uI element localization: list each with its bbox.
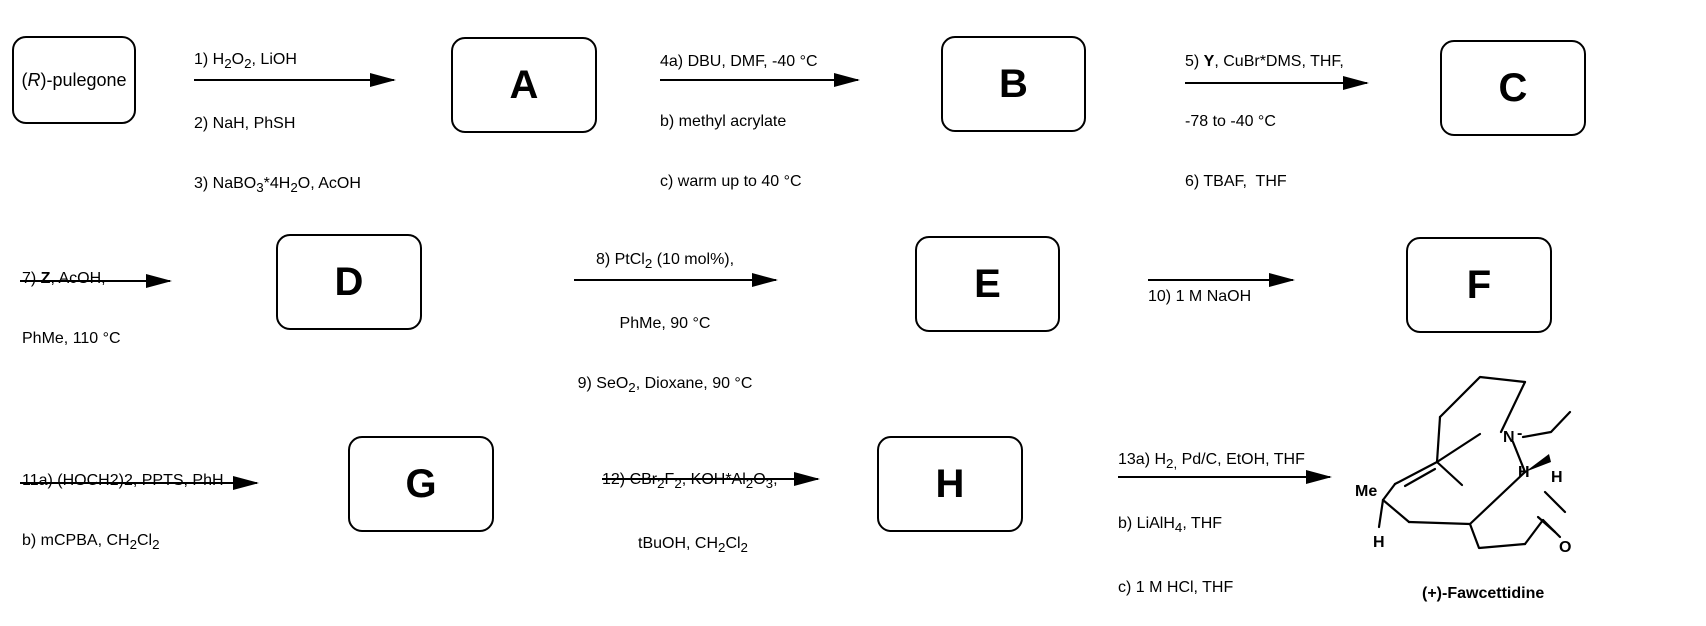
intermediate-label: E <box>974 262 1001 306</box>
condition-line: 10) 1 M NaOH <box>1148 288 1252 305</box>
intermediate-box-g: G <box>348 436 494 532</box>
reaction-arrow <box>574 273 778 287</box>
conditions-steps-5-6: 5) Y, CuBr*DMS, THF, -78 to -40 °C 6) TB… <box>1185 12 1344 212</box>
intermediate-label: F <box>1466 263 1492 307</box>
reaction-arrow <box>20 274 172 288</box>
condition-line: 13a) H2, Pd/C, EtOH, THF <box>1118 451 1305 472</box>
condition-line: 12) CBr2F2, KOH*Al2O3, <box>602 471 778 492</box>
bond <box>1377 498 1385 529</box>
intermediate-box-c: C <box>1440 40 1586 136</box>
conditions-steps-1-3: 1) H2O2, LiOH 2) NaH, PhSH 3) NaBO3*4H2O… <box>194 10 361 218</box>
condition-line: 3) NaBO3*4H2O, AcOH <box>194 175 361 196</box>
intermediate-box-f: F <box>1406 237 1552 333</box>
bond <box>1521 410 1572 439</box>
intermediate-box-d: D <box>276 234 422 330</box>
intermediate-label: A <box>509 63 539 107</box>
condition-line: 8) PtCl2 (10 mol%), <box>595 251 735 272</box>
condition-line: 6) TBAF, THF <box>1185 173 1287 190</box>
bond <box>1438 375 1527 419</box>
intermediate-label: G <box>405 462 437 506</box>
condition-line: -78 to -40 °C <box>1185 113 1276 130</box>
fawcettidine-structure: Me N - H H H O <box>1355 375 1572 556</box>
reaction-arrow <box>20 476 259 490</box>
condition-line: c) 1 M HCl, THF <box>1118 579 1234 597</box>
h-label-methyl: H <box>1373 534 1385 551</box>
conditions-step-13: 13a) H2, Pd/C, EtOH, THF b) LiAlH4, THF … <box>1118 410 1305 618</box>
condition-line: 2) NaH, PhSH <box>194 115 296 133</box>
conditions-step-4: 4a) DBU, DMF, -40 °C b) methyl acrylate … <box>660 12 818 212</box>
bond <box>1435 432 1482 464</box>
bond <box>1435 460 1464 487</box>
condition-line: 4a) DBU, DMF, -40 °C <box>660 53 818 70</box>
reaction-arrow <box>1118 470 1332 484</box>
condition-line: b) methyl acrylate <box>660 113 787 130</box>
bond <box>1543 490 1567 514</box>
bond <box>1468 522 1527 550</box>
nitrogen-label: N <box>1503 429 1515 446</box>
intermediate-box-b: B <box>941 36 1086 132</box>
bond <box>1499 380 1527 434</box>
condition-line: b) mCPBA, CH2Cl2 <box>22 532 160 553</box>
bond <box>1523 518 1545 546</box>
reaction-arrow <box>660 73 860 87</box>
conditions-step-11: 11a) (HOCH2)2, PPTS, PhH b) mCPBA, CH2Cl… <box>22 431 224 575</box>
condition-line: 1) H2O2, LiOH <box>194 51 297 72</box>
h-label-wedge: H <box>1551 469 1563 486</box>
conditions-step-7: 7) Z, AcOH, PhMe, 110 °C <box>22 229 121 369</box>
starting-material-box: (R)-pulegone <box>12 36 136 124</box>
n-minus-label: - <box>1517 425 1522 442</box>
starting-material-label: (R)-pulegone <box>21 70 127 90</box>
condition-line: PhMe, 110 °C <box>22 330 121 347</box>
conditions-steps-8-9: 8) PtCl2 (10 mol%), PhMe, 90 °C 9) SeO2,… <box>565 210 765 418</box>
bond <box>1468 470 1527 526</box>
condition-line: c) warm up to 40 °C <box>660 173 802 190</box>
oxygen-label: O <box>1559 539 1571 556</box>
wedge-bond <box>1525 454 1551 472</box>
conditions-step-10: 10) 1 M NaOH <box>1148 247 1251 327</box>
reaction-arrow <box>194 73 396 87</box>
methyl-label: Me <box>1355 483 1377 500</box>
conditions-step-12: 12) CBr2F2, KOH*Al2O3, tBuOH, CH2Cl2 <box>602 430 778 578</box>
bond <box>1393 460 1439 486</box>
condition-line: PhMe, 90 °C <box>619 315 711 333</box>
intermediate-label: H <box>935 462 965 506</box>
condition-line: tBuOH, CH2Cl2 <box>638 535 748 556</box>
intermediate-label: C <box>1498 66 1528 110</box>
reaction-arrow <box>1148 273 1295 287</box>
condition-line: 11a) (HOCH2)2, PPTS, PhH <box>22 472 224 489</box>
bond <box>1536 515 1557 534</box>
condition-line: 9) SeO2, Dioxane, 90 °C <box>577 375 753 396</box>
intermediate-label: D <box>334 260 364 304</box>
bond <box>1435 415 1442 464</box>
reaction-arrow <box>602 472 820 486</box>
bond <box>1511 440 1527 474</box>
intermediate-box-e: E <box>915 236 1060 332</box>
condition-line: 5) Y, CuBr*DMS, THF, <box>1185 53 1344 70</box>
intermediate-box-h: H <box>877 436 1023 532</box>
reaction-arrow <box>1185 76 1369 90</box>
bond <box>1381 482 1397 502</box>
bond <box>1381 498 1411 524</box>
intermediate-label: B <box>999 62 1028 106</box>
intermediate-box-a: A <box>451 37 597 133</box>
h-label-ring: H <box>1518 464 1530 481</box>
condition-line: 7) Z, AcOH, <box>22 270 106 287</box>
product-name: (+)-Fawcettidine <box>1422 585 1545 602</box>
condition-line: b) LiAlH4, THF <box>1118 515 1223 536</box>
bond <box>1407 520 1472 526</box>
bond <box>1403 467 1437 488</box>
